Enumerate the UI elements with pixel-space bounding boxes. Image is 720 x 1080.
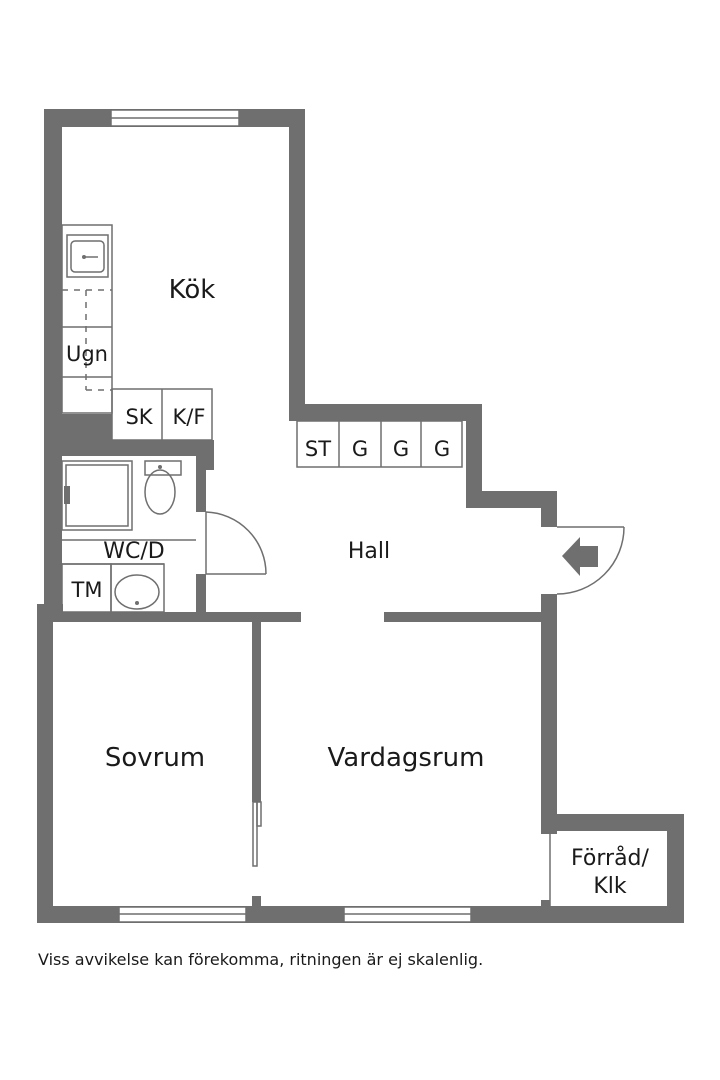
doors <box>205 511 625 906</box>
tm-label: TM <box>71 578 103 602</box>
hall-cabinets <box>296 420 463 468</box>
windows <box>110 109 472 923</box>
hall-label: Hall <box>348 539 390 564</box>
storage-label-line1: Förråd/ <box>571 845 649 871</box>
floor-plan: Kök Ugn SK K/F ST G G G WC/D TM Hall Sov… <box>37 109 684 923</box>
room-labels: Kök Ugn SK K/F ST G G G WC/D TM Hall Sov… <box>66 275 650 899</box>
wc-label: WC/D <box>103 539 164 564</box>
g2-label: G <box>393 437 409 461</box>
kitchen-fixtures <box>61 224 213 441</box>
storage-label-line2: Klk <box>593 874 627 899</box>
bedroom-label: Sovrum <box>105 743 205 773</box>
oven-label: Ugn <box>66 342 108 366</box>
st-label: ST <box>305 437 331 461</box>
kf-label: K/F <box>173 405 206 429</box>
walls <box>37 109 684 923</box>
entrance-arrow-icon <box>562 537 598 576</box>
living-room-label: Vardagsrum <box>328 743 485 773</box>
sk-label: SK <box>125 405 153 429</box>
disclaimer-text: Viss avvikelse kan förekomma, ritningen … <box>38 950 484 969</box>
g3-label: G <box>434 437 450 461</box>
kitchen-label: Kök <box>169 275 216 305</box>
g1-label: G <box>352 437 368 461</box>
bathroom-fixtures <box>61 460 196 613</box>
